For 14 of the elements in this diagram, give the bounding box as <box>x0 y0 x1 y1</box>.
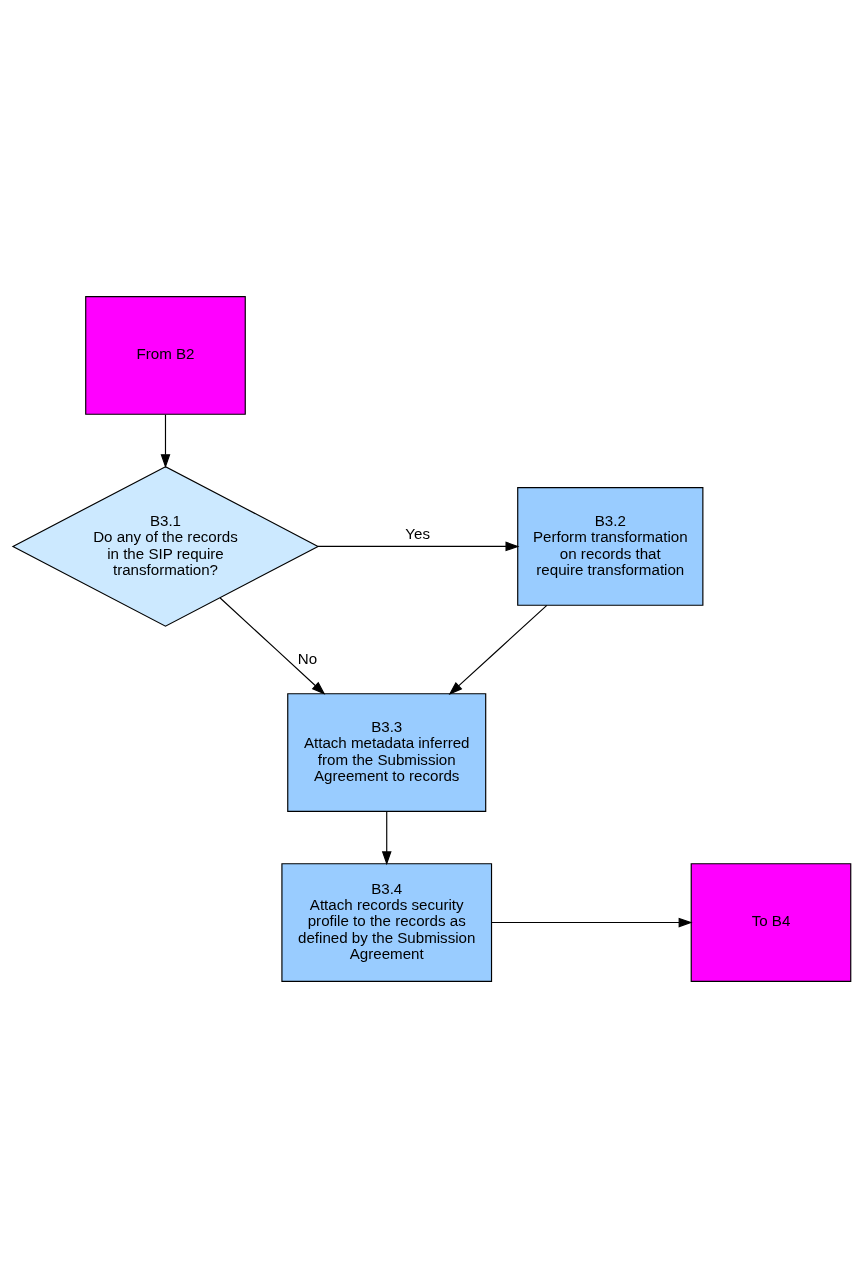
node-diamond: B3.1 Do any of the records in the SIP require transformation? <box>11 466 320 627</box>
arrow <box>491 917 693 928</box>
edge-label: No <box>297 649 318 667</box>
node-box: B3.3 Attach metadata inferred from the Submission Agreement to records <box>287 693 487 812</box>
node-box: From B2 <box>85 296 246 415</box>
arrow <box>160 414 171 469</box>
arrow <box>219 597 326 695</box>
arrow <box>381 810 392 866</box>
node-box: To B4 <box>690 863 852 982</box>
edge-label: Yes <box>405 524 431 542</box>
arrow <box>317 541 520 552</box>
node-box: B3.2 Perform transformation on records that require transformation <box>517 487 704 606</box>
arrow <box>448 604 548 695</box>
node-box: B3.4 Attach records security profile to the records as defined by the Submission Agreement <box>281 863 493 982</box>
